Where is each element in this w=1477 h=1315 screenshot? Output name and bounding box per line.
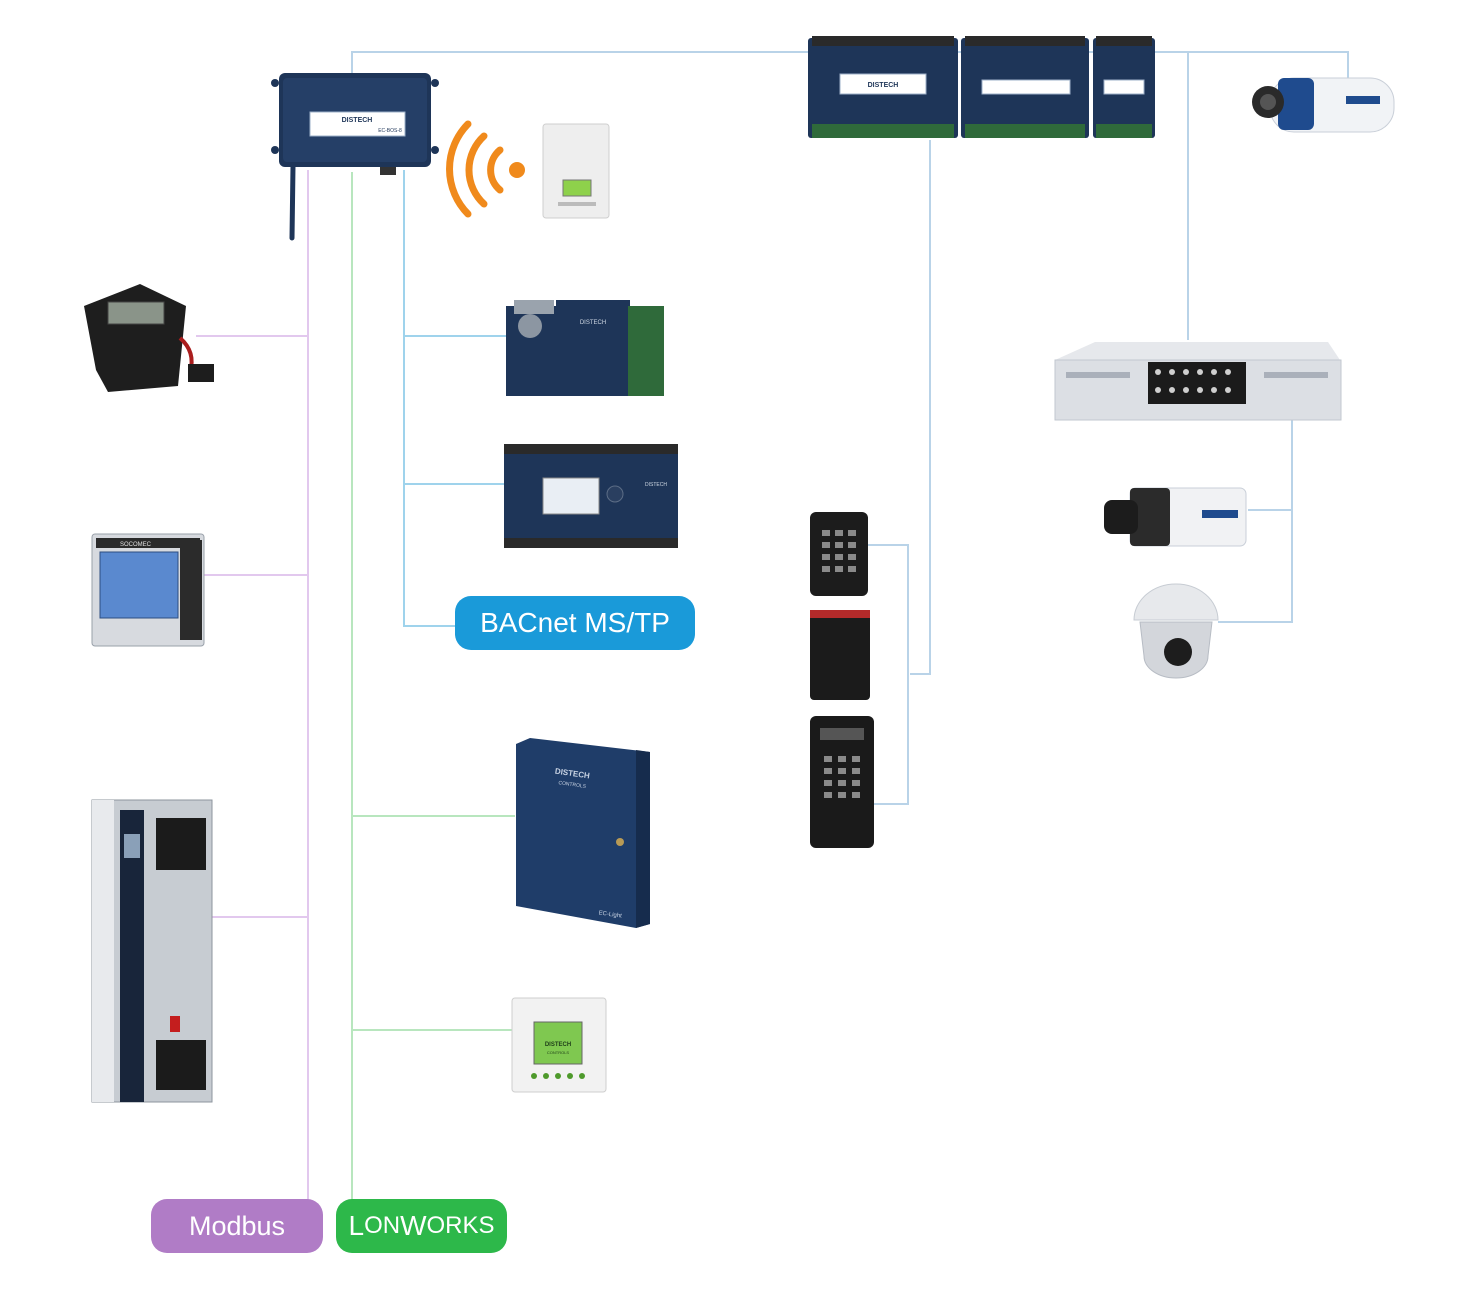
power-meter-brand-text: SOCOMEC bbox=[120, 542, 152, 548]
wireless-thermostat-device bbox=[542, 123, 610, 219]
proximity-reader bbox=[810, 610, 870, 700]
panel-brand-sub-text: CONTROLS bbox=[558, 780, 587, 790]
panel-model-text: EC-Light bbox=[598, 910, 622, 919]
modbus-label: Modbus bbox=[151, 1199, 323, 1253]
keypad-display-reader bbox=[810, 716, 874, 848]
modbus-lines bbox=[196, 170, 309, 1200]
bacnet-touch-controller: DISTECH bbox=[504, 444, 678, 548]
router-brand-text: DISTECH bbox=[342, 117, 373, 124]
keypad-reader-1 bbox=[810, 512, 868, 596]
lonworks-label-w: W bbox=[400, 1210, 427, 1241]
bacnet-lines bbox=[403, 170, 508, 627]
lonworks-label-orks: ORKS bbox=[426, 1212, 495, 1239]
video-recorder-device bbox=[1054, 342, 1342, 421]
lonworks-wall-display: DISTECH CONTROLS bbox=[511, 997, 607, 1093]
vav-brand-text: DISTECH bbox=[580, 320, 606, 326]
dome-camera-device bbox=[1133, 583, 1219, 679]
modbus-energy-meter bbox=[84, 284, 214, 392]
touch-controller-brand-text: DISTECH bbox=[645, 482, 667, 488]
wireless-signal-icon bbox=[446, 120, 525, 218]
wireless-router-device: DISTECH EC-BOS-8 bbox=[271, 73, 439, 241]
bacnet-label-text: BACnet MS/TP bbox=[480, 607, 670, 638]
ip-controller-modules: DISTECH bbox=[808, 36, 1155, 138]
lonworks-label-on: ON bbox=[364, 1212, 401, 1239]
bacnet-vav-controller: DISTECH bbox=[506, 300, 664, 396]
box-camera-device bbox=[1104, 487, 1247, 547]
modbus-power-meter: SOCOMEC bbox=[91, 533, 205, 647]
ec-light-panel: DISTECH CONTROLS EC-Light bbox=[516, 738, 650, 928]
lonworks-label-l: L bbox=[348, 1210, 365, 1241]
router-model-text: EC-BOS-8 bbox=[378, 128, 402, 134]
ip-camera-device bbox=[1252, 77, 1395, 133]
bacnet-label: BACnet MS/TP bbox=[455, 596, 695, 650]
lon-display-brand-text: DISTECH bbox=[545, 1042, 571, 1048]
modbus-label-text: Modbus bbox=[188, 1210, 286, 1241]
lon-display-sub-text: CONTROLS bbox=[547, 1050, 570, 1055]
modbus-vfd-drive bbox=[91, 799, 213, 1103]
controller-brand-text: DISTECH bbox=[868, 82, 899, 89]
lonworks-lines bbox=[351, 172, 515, 1200]
